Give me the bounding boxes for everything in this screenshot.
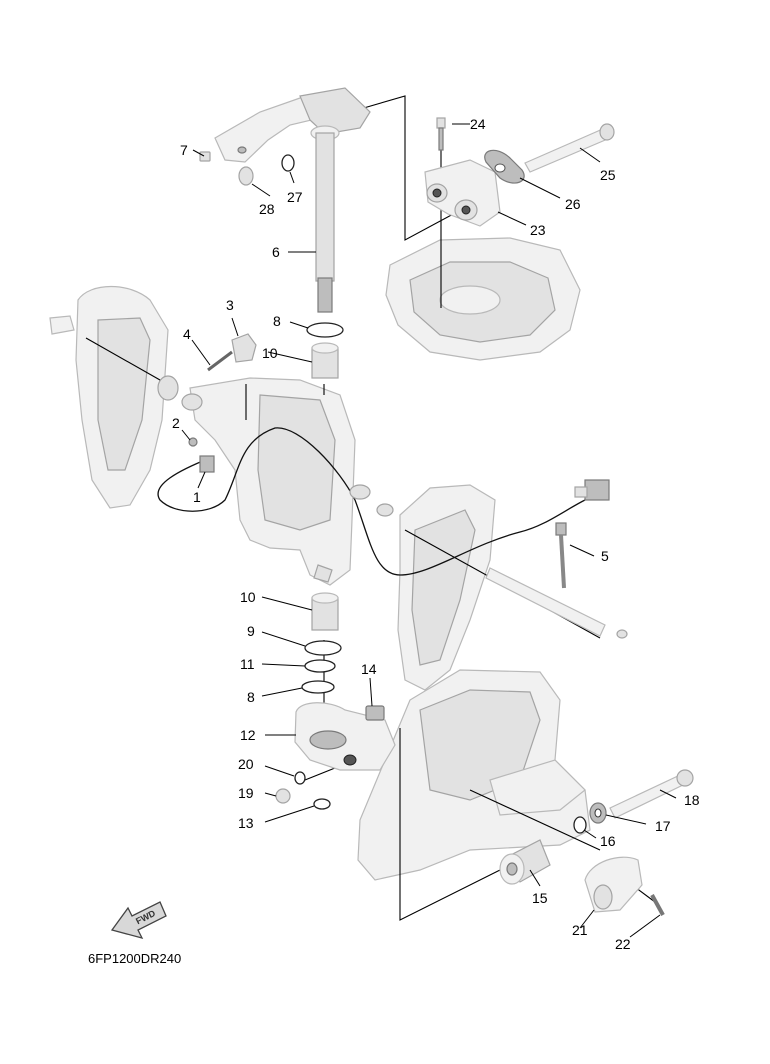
callout-leaders [181, 123, 677, 938]
washer-8-lower [301, 680, 335, 694]
callout-15: 15 [532, 890, 548, 906]
callout-11: 11 [240, 656, 255, 672]
ring-11 [304, 659, 336, 673]
washer-13 [313, 798, 331, 810]
callout-7: 7 [180, 142, 188, 158]
bushing-10-lower [311, 592, 339, 631]
callout-8a: 8 [273, 313, 281, 329]
bushing-10-upper [311, 342, 339, 379]
trim-sensor-1 [199, 455, 215, 473]
washer-16 [573, 816, 587, 834]
screw-22 [650, 894, 665, 916]
cover-21 [584, 856, 643, 913]
nut-19 [275, 788, 291, 804]
gasket-26 [484, 149, 525, 184]
callout-28: 28 [259, 201, 275, 217]
callout-labels: 1 2 3 4 5 6 7 8 8 9 10 10 11 12 13 14 15… [172, 116, 700, 952]
steering-arm [214, 87, 371, 163]
callout-6: 6 [272, 244, 280, 260]
callout-20: 20 [238, 756, 254, 772]
callout-22: 22 [615, 936, 631, 952]
callout-9: 9 [247, 623, 255, 639]
steering-housing [385, 237, 581, 361]
callout-26: 26 [565, 196, 581, 212]
callout-17: 17 [655, 818, 671, 834]
screw-2 [188, 437, 198, 447]
clamp-bracket-right [397, 484, 496, 691]
callout-1: 1 [193, 489, 201, 505]
callout-2: 2 [172, 415, 180, 431]
callout-10b: 10 [240, 589, 256, 605]
callout-14: 14 [361, 661, 377, 677]
callout-19: 19 [238, 785, 254, 801]
bolt-24 [436, 117, 446, 151]
callout-24: 24 [470, 116, 486, 132]
swivel-bracket [189, 377, 356, 586]
washer-swivel-a [349, 484, 371, 500]
rod-25 [524, 123, 615, 173]
tilt-rod [485, 567, 628, 639]
bolt-18 [609, 769, 694, 819]
callout-18: 18 [684, 792, 700, 808]
rubber-mount-15 [499, 839, 551, 885]
washer-swivel-b [376, 503, 394, 517]
diagram-code: 6FP1200DR240 [88, 951, 181, 966]
callout-13: 13 [238, 815, 254, 831]
washer-8-upper [306, 322, 344, 338]
collar [181, 393, 203, 411]
washer-27 [281, 154, 295, 172]
grommet-14 [365, 705, 385, 721]
callout-4: 4 [183, 326, 191, 342]
callout-8b: 8 [247, 689, 255, 705]
callout-23: 23 [530, 222, 546, 238]
clamp-bracket-left [49, 285, 179, 509]
callout-10a: 10 [262, 345, 278, 361]
bolt-7 [199, 151, 211, 162]
fwd-arrow: FWD [110, 901, 167, 939]
bushing-28 [238, 166, 254, 186]
cable-tie-5 [555, 522, 567, 589]
screw-4 [207, 350, 233, 372]
callout-21: 21 [572, 922, 588, 938]
steering-shaft [315, 132, 335, 313]
steering-guide-block [424, 159, 501, 227]
trim-sensor-wire [157, 427, 586, 576]
callout-12: 12 [240, 727, 256, 743]
lower-mount-housing [357, 669, 591, 881]
callout-27: 27 [287, 189, 303, 205]
connector [574, 479, 610, 501]
callout-5: 5 [601, 548, 609, 564]
washer-20 [294, 771, 306, 785]
ring-9 [304, 640, 342, 656]
callout-16: 16 [600, 833, 616, 849]
sensor-bracket-3 [231, 333, 257, 363]
callout-25: 25 [600, 167, 616, 183]
callout-3: 3 [226, 297, 234, 313]
